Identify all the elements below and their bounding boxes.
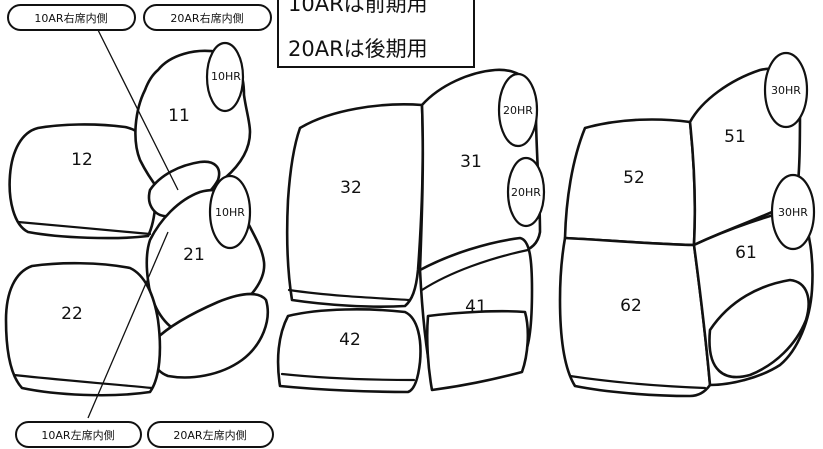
seat-42 xyxy=(276,308,422,394)
headrest-label: 30HR xyxy=(771,84,801,97)
seat-number-42: 42 xyxy=(339,330,361,350)
seat-41-base xyxy=(425,309,530,392)
headrest-oval xyxy=(497,72,539,148)
headrest-oval xyxy=(205,41,245,113)
seat-32-seam xyxy=(287,288,412,302)
headrest-oval xyxy=(770,173,816,251)
seat-22-seam xyxy=(12,373,154,390)
headrest-label: 30HR xyxy=(778,206,808,219)
label-pill xyxy=(15,421,142,448)
headrest-label: 20HR xyxy=(511,186,541,199)
seat-number-41: 41 xyxy=(465,297,487,317)
leader-line-bottom xyxy=(87,231,169,419)
seat-62 xyxy=(558,236,712,398)
label-bottom-right: 20AR左席内側 xyxy=(147,421,274,448)
headrest-41: 20HR xyxy=(506,156,546,228)
headrest-61: 30HR xyxy=(770,173,816,251)
seat-61-armrest xyxy=(708,278,810,379)
label-text: 20AR右席内側 xyxy=(170,11,243,25)
seat-number-52: 52 xyxy=(623,168,645,188)
seat-22 xyxy=(4,261,162,397)
headrest-label: 20HR xyxy=(503,104,533,117)
seat-21-cushion xyxy=(150,292,269,379)
note-frame xyxy=(277,0,475,68)
label-text: 10AR左席内側 xyxy=(41,428,114,442)
seat-41-seam xyxy=(420,248,530,292)
seat-number-31: 31 xyxy=(460,152,482,172)
seat-number-11: 11 xyxy=(168,106,190,126)
seat-42-seam xyxy=(280,372,416,382)
headrest-51: 30HR xyxy=(763,51,809,129)
headrest-11: 10HR xyxy=(205,41,245,113)
label-text: 10AR右席内側 xyxy=(34,11,107,25)
seat-number-51: 51 xyxy=(724,127,746,147)
note-line-2: 20ARは後期用 xyxy=(288,37,428,61)
seat-32 xyxy=(285,103,425,308)
seat-62-seam xyxy=(568,374,707,390)
seat-number-61: 61 xyxy=(735,243,757,263)
seat-number-12: 12 xyxy=(71,150,93,170)
headrest-label: 10HR xyxy=(215,206,245,219)
label-top-left: 10AR右席内側 xyxy=(7,4,136,31)
label-pill xyxy=(147,421,274,448)
label-top-right: 20AR右席内側 xyxy=(143,4,272,31)
label-pill xyxy=(143,4,272,31)
headrest-21: 10HR xyxy=(208,174,252,250)
seat-number-32: 32 xyxy=(340,178,362,198)
label-bottom-left: 10AR左席内側 xyxy=(15,421,142,448)
note-line-1: 10ARは前期用 xyxy=(288,0,428,16)
headrest-oval xyxy=(763,51,809,129)
headrest-oval xyxy=(506,156,546,228)
seat-number-62: 62 xyxy=(620,296,642,316)
seat-11-cushion xyxy=(147,160,221,218)
seat-12 xyxy=(8,123,158,240)
seat-number-21: 21 xyxy=(183,245,205,265)
seat-12-seam xyxy=(16,220,152,236)
label-text: 20AR左席内側 xyxy=(173,428,246,442)
headrest-31: 20HR xyxy=(497,72,539,148)
seat-number-22: 22 xyxy=(61,304,83,324)
headrest-oval xyxy=(208,174,252,250)
label-pill xyxy=(7,4,136,31)
leader-line-top xyxy=(97,29,179,191)
headrest-label: 10HR xyxy=(211,70,241,83)
note-box: 10ARは前期用 20ARは後期用 xyxy=(277,0,475,68)
